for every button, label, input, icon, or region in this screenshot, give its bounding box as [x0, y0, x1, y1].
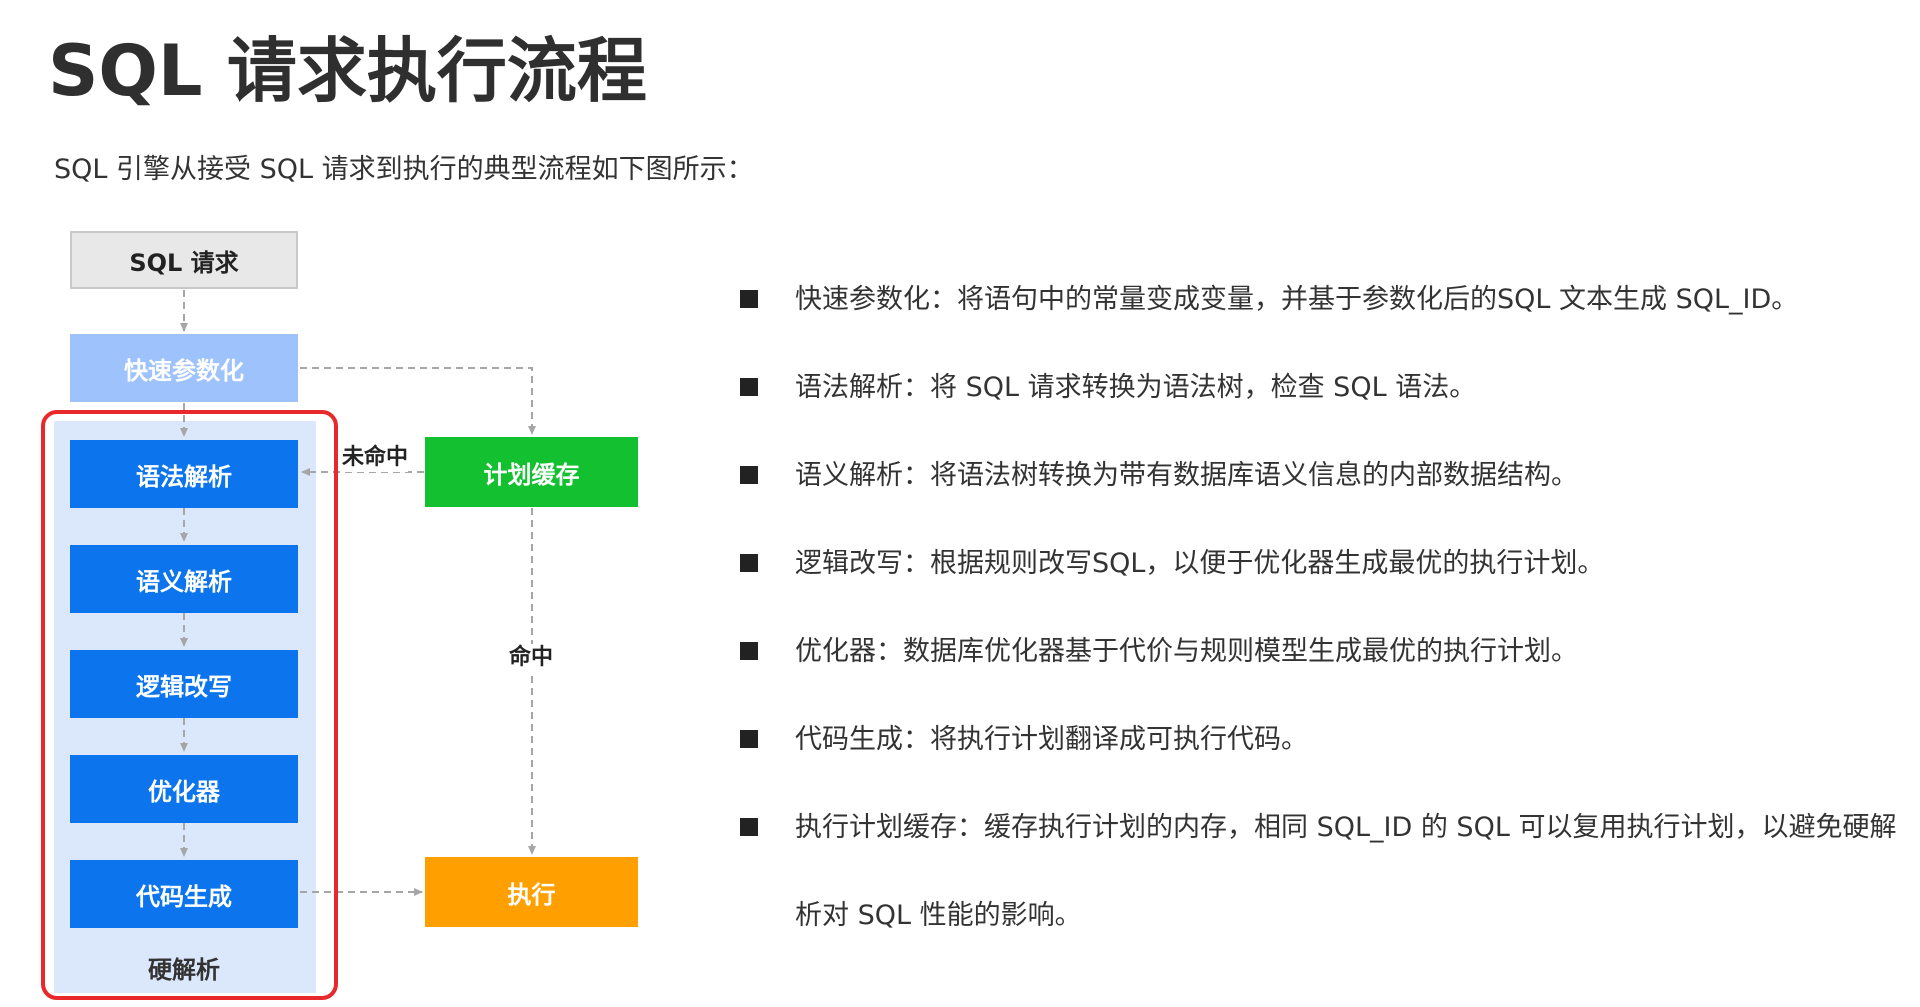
bullet-square-icon: [740, 466, 758, 484]
execute-node: 执行: [425, 857, 638, 927]
bullet-text: 代码生成：将执行计划翻译成可执行代码。: [795, 724, 1308, 755]
sql-flow-diagram: SQL 请求 快速参数化 语法解析 语义解析 逻辑改写 优化器 代码生成 计划缓…: [0, 0, 700, 1007]
page-title: SQL 请求执行流程: [48, 30, 647, 112]
bullet-square-icon: [740, 730, 758, 748]
bullet-square-icon: [740, 818, 758, 836]
bullet-square-icon: [740, 378, 758, 396]
bullet-text: 语义解析：将语法树转换为带有数据库语义信息的内部数据结构。: [795, 460, 1578, 491]
optimizer-node: 优化器: [70, 755, 298, 823]
hit-label: 命中: [509, 644, 554, 672]
bullet-square-icon: [740, 554, 758, 572]
syntax-parse-node: 语法解析: [70, 440, 298, 508]
bullet-text: 执行计划缓存：缓存执行计划的内存，相同 SQL_ID 的 SQL 可以复用执行计…: [795, 812, 1897, 931]
hard-parse-outline: [41, 410, 338, 1000]
hard-parse-label: 硬解析: [148, 956, 220, 984]
bullet-text: 逻辑改写：根据规则改写SQL，以便于优化器生成最优的执行计划。: [795, 548, 1605, 579]
bullet-text: 语法解析：将 SQL 请求转换为语法树，检查 SQL 语法。: [795, 372, 1477, 403]
semantic-parse-node: 语义解析: [70, 545, 298, 613]
bullet-square-icon: [740, 642, 758, 660]
codegen-node: 代码生成: [70, 860, 298, 928]
bullet-square-icon: [740, 290, 758, 308]
logic-rewrite-node: 逻辑改写: [70, 650, 298, 718]
bullet-text: 快速参数化：将语句中的常量变成变量，并基于参数化后的SQL 文本生成 SQL_I…: [795, 284, 1799, 315]
plan-cache-node: 计划缓存: [425, 437, 638, 507]
fast-param-node: 快速参数化: [70, 334, 298, 402]
miss-label: 未命中: [342, 444, 409, 472]
arrow-param-to-cache: [300, 367, 536, 435]
bullet-text: 优化器：数据库优化器基于代价与规则模型生成最优的执行计划。: [795, 636, 1578, 667]
flow-connectors: [180, 290, 536, 896]
page-subtitle: SQL 引擎从接受 SQL 请求到执行的典型流程如下图所示：: [54, 154, 754, 185]
sql-request-node: SQL 请求: [70, 231, 298, 289]
